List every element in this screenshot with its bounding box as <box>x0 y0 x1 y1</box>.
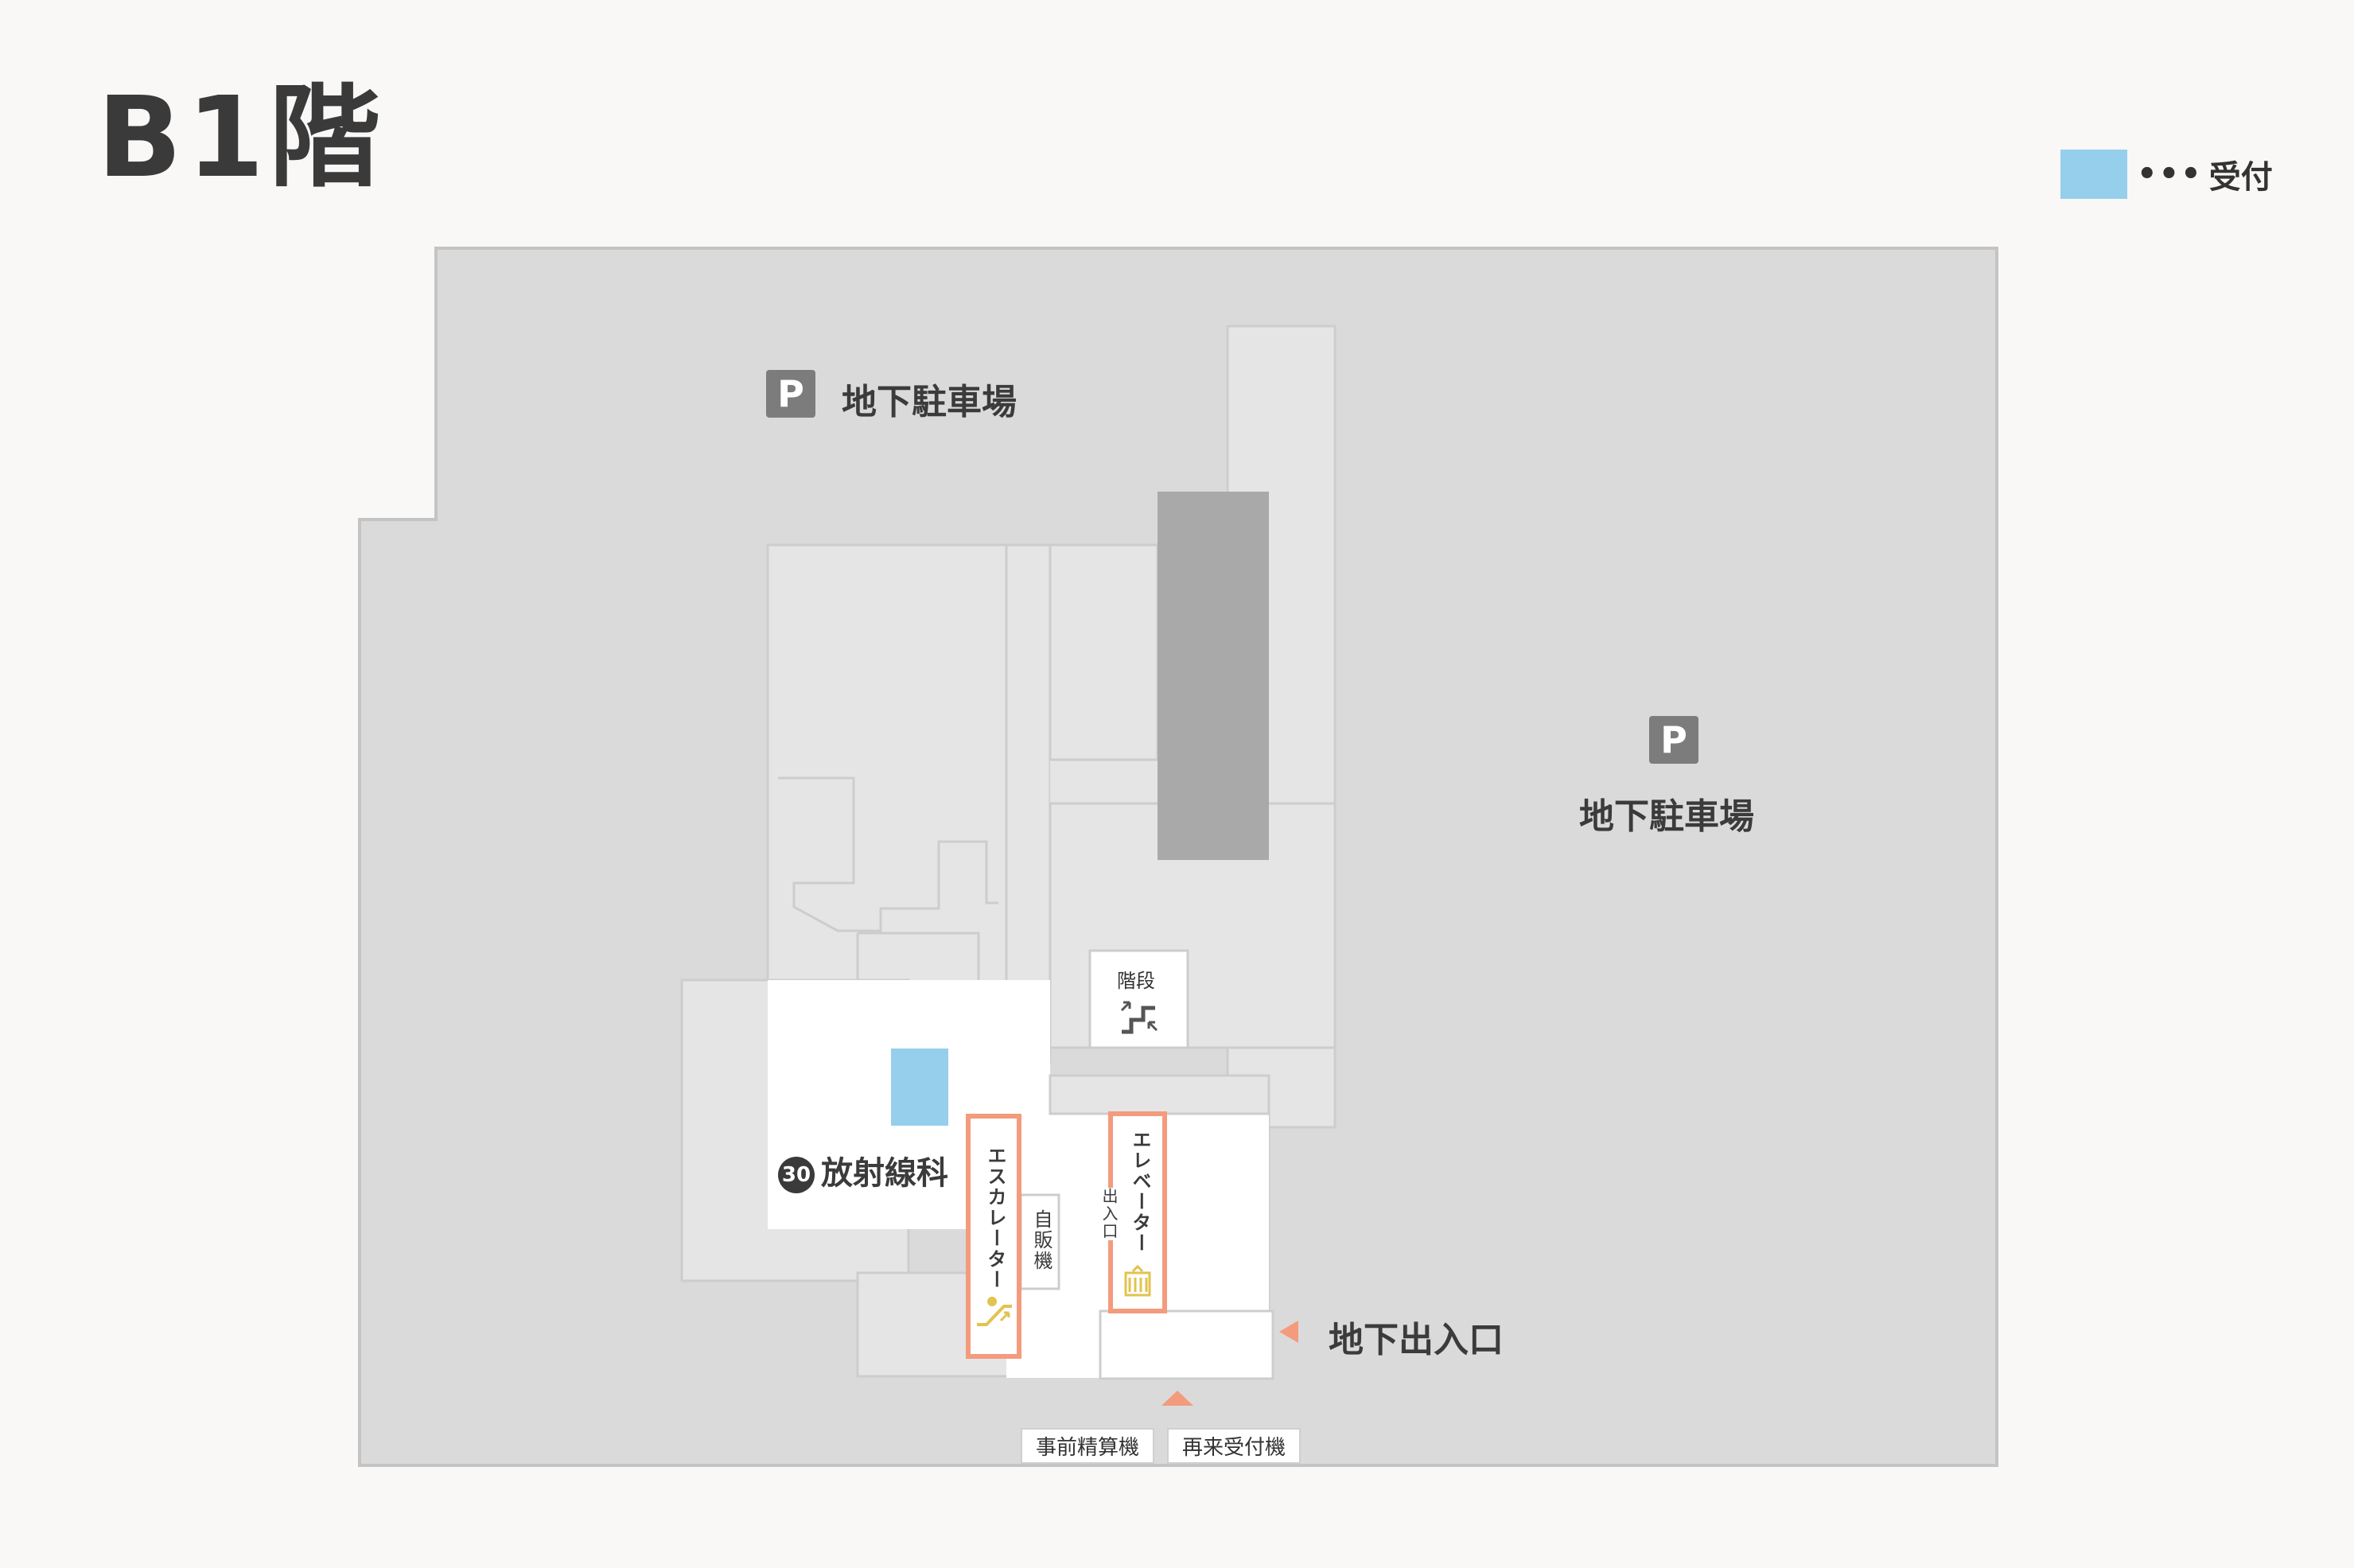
elevator-icon <box>1124 1264 1151 1297</box>
entrance-label: 地下出入口 <box>1329 1320 1504 1360</box>
stairs-box <box>1088 949 1189 1049</box>
legend: ••• 受付 <box>2060 150 2273 199</box>
room-outline-west <box>778 776 998 932</box>
elevator-label: エレベーター <box>1129 1130 1151 1254</box>
department-number-badge: 30 <box>778 1157 815 1193</box>
vending-box <box>1019 1193 1060 1290</box>
entrance-arrow-south-icon <box>1161 1391 1193 1406</box>
parking-label-east: 地下駐車場 <box>1579 796 1754 837</box>
escalator-icon <box>977 1297 1012 1326</box>
vending-label: 自販機 <box>1030 1209 1052 1271</box>
floor-title: B1階 <box>97 73 386 203</box>
legend-reception-label: 受付 <box>2208 159 2273 196</box>
legend-dots: ••• <box>2137 156 2203 193</box>
kiosk-return-reception: 再来受付機 <box>1167 1428 1301 1464</box>
reception-counter <box>891 1049 948 1126</box>
elevator-box <box>1108 1111 1167 1313</box>
escalator-label: エスカレーター <box>984 1146 1006 1290</box>
building-block-west <box>766 543 1008 984</box>
parking-label-north: 地下駐車場 <box>842 382 1017 422</box>
legend-reception-swatch <box>2060 150 2127 199</box>
entrance-arrow-east-icon <box>1279 1321 1298 1343</box>
building-block-room-a <box>1049 543 1159 761</box>
connector-notch <box>1050 758 1169 805</box>
stairs-label: 階段 <box>1117 970 1155 992</box>
elevator-door-label: 出入口 <box>1098 1188 1121 1240</box>
kiosk-prepay: 事前精算機 <box>1021 1428 1154 1464</box>
parking-badge-east: P <box>1649 716 1698 764</box>
department-name: 放射線科 <box>821 1155 948 1192</box>
entrance-hall <box>1099 1309 1274 1380</box>
stairs-icon <box>1120 1001 1158 1034</box>
shaft-area <box>1158 492 1269 860</box>
corridor-bar <box>1049 1074 1270 1115</box>
parking-badge-north: P <box>766 370 815 418</box>
